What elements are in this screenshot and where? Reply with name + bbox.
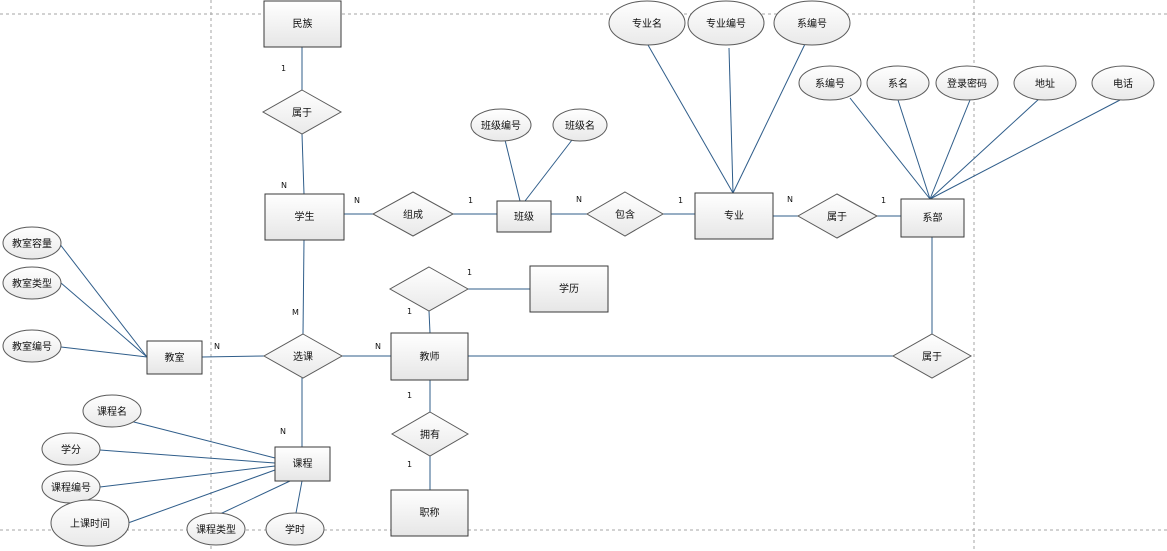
relationship-teacher-education — [388, 266, 470, 312]
cardinality-label: N — [576, 195, 582, 204]
relationship-major-department: 属于 — [796, 193, 879, 239]
attribute-dept-address-label: 地址 — [1035, 77, 1055, 90]
entity-ethnicity-label: 民族 — [293, 17, 313, 30]
relationship-student-ethnicity: 属于 — [261, 89, 343, 135]
cardinality-label: N — [281, 181, 287, 190]
attribute-room-type: 教室类型 — [2, 266, 62, 300]
attribute-course-credit: 学分 — [41, 432, 101, 466]
attribute-dept-password-label: 登录密码 — [947, 77, 987, 90]
attribute-course-name: 课程名 — [82, 394, 142, 428]
attribute-course-hours: 学时 — [265, 512, 325, 546]
entity-major-label: 专业 — [724, 209, 744, 222]
entity-teacher-label: 教师 — [420, 350, 440, 363]
relationship-teacher-department: 属于 — [891, 333, 973, 379]
attribute-class-id-label: 班级编号 — [481, 119, 521, 132]
cardinality-label: 1 — [407, 307, 412, 316]
entity-class-label: 班级 — [514, 211, 534, 223]
cardinality-label: 1 — [881, 196, 886, 205]
cardinality-label: 1 — [407, 460, 412, 469]
attribute-class-id: 班级编号 — [470, 108, 532, 142]
attribute-room-capacity-label: 教室容量 — [12, 237, 52, 250]
relationship-teacher-department-label: 属于 — [922, 351, 942, 363]
entity-title-label: 职称 — [420, 506, 440, 519]
attribute-dept-id-label: 系编号 — [815, 77, 845, 90]
entity-title: 职称 — [390, 489, 469, 537]
entity-course: 课程 — [274, 446, 331, 482]
attribute-room-type-label: 教室类型 — [12, 277, 52, 290]
entity-class: 班级 — [496, 200, 552, 233]
relationship-teacher-title-label: 拥有 — [420, 428, 440, 441]
relationship-major-department-label: 属于 — [827, 211, 847, 223]
cardinality-label: N — [375, 342, 381, 351]
attribute-course-id-label: 课程编号 — [51, 481, 91, 494]
attribute-room-id: 教室编号 — [2, 329, 62, 363]
attribute-dept-address: 地址 — [1013, 65, 1077, 101]
entity-classroom-label: 教室 — [165, 351, 185, 364]
attribute-course-id: 课程编号 — [41, 470, 101, 504]
attribute-major-name: 专业名 — [608, 0, 686, 46]
attribute-major-id: 专业编号 — [687, 0, 765, 46]
cardinality-label: N — [354, 196, 360, 205]
cardinality-label: 1 — [678, 196, 683, 205]
attribute-dept-password: 登录密码 — [935, 65, 999, 101]
relationship-student-class-label: 组成 — [403, 208, 423, 221]
attribute-course-type: 课程类型 — [186, 512, 246, 546]
relationship-student-class: 组成 — [371, 191, 455, 237]
relationship-student-ethnicity-label: 属于 — [292, 107, 312, 119]
cardinality-label: 1 — [407, 391, 412, 400]
cardinality-label: N — [280, 427, 286, 436]
cardinality-label: 1 — [281, 64, 286, 73]
relationship-course-selection: 选课 — [262, 333, 344, 379]
entity-education-label: 学历 — [559, 282, 579, 295]
attribute-dept-phone-label: 电话 — [1113, 77, 1133, 90]
entity-education: 学历 — [529, 265, 609, 313]
relationship-teacher-title: 拥有 — [391, 411, 469, 457]
attribute-dept-name-label: 系名 — [888, 77, 908, 90]
relationship-class-major: 包含 — [586, 191, 664, 237]
entity-student: 学生 — [264, 193, 345, 241]
attribute-course-hours-label: 学时 — [285, 523, 305, 536]
relationship-course-selection-label: 选课 — [293, 350, 313, 363]
attribute-major-id-label: 专业编号 — [706, 17, 746, 30]
attribute-course-name-label: 课程名 — [97, 405, 127, 418]
attribute-course-time: 上课时间 — [50, 499, 130, 547]
attribute-class-name: 班级名 — [552, 108, 608, 142]
entity-student-label: 学生 — [295, 210, 315, 223]
connectors — [58, 43, 1121, 524]
cardinality-label: N — [214, 342, 220, 351]
cardinality-label: M — [292, 308, 299, 317]
cardinality-label: 1 — [467, 268, 472, 277]
attribute-room-capacity: 教室容量 — [2, 226, 62, 260]
attribute-course-type-label: 课程类型 — [196, 523, 236, 536]
entity-classroom: 教室 — [146, 340, 203, 375]
attribute-major-dept-id: 系编号 — [773, 0, 851, 46]
attribute-dept-name: 系名 — [866, 65, 930, 101]
entity-major: 专业 — [694, 192, 774, 240]
entity-teacher: 教师 — [390, 332, 469, 381]
attribute-course-time-label: 上课时间 — [70, 517, 110, 530]
entity-department-label: 系部 — [923, 211, 943, 224]
attribute-dept-phone: 电话 — [1091, 65, 1155, 101]
attribute-major-name-label: 专业名 — [632, 17, 662, 30]
cardinality-label: N — [787, 195, 793, 204]
attribute-class-name-label: 班级名 — [565, 119, 595, 132]
attribute-room-id-label: 教室编号 — [12, 340, 52, 353]
cardinalities: 1 N N 1 N 1 N 1 M N N 1 1 N 1 1 — [214, 64, 886, 469]
entity-ethnicity: 民族 — [263, 0, 342, 48]
entity-department: 系部 — [900, 198, 965, 238]
attribute-dept-id: 系编号 — [798, 65, 862, 101]
relationship-class-major-label: 包含 — [615, 208, 635, 221]
attribute-major-dept-id-label: 系编号 — [797, 17, 827, 30]
cardinality-label: 1 — [468, 196, 473, 205]
entity-course-label: 课程 — [293, 458, 313, 470]
attribute-course-credit-label: 学分 — [61, 443, 81, 456]
